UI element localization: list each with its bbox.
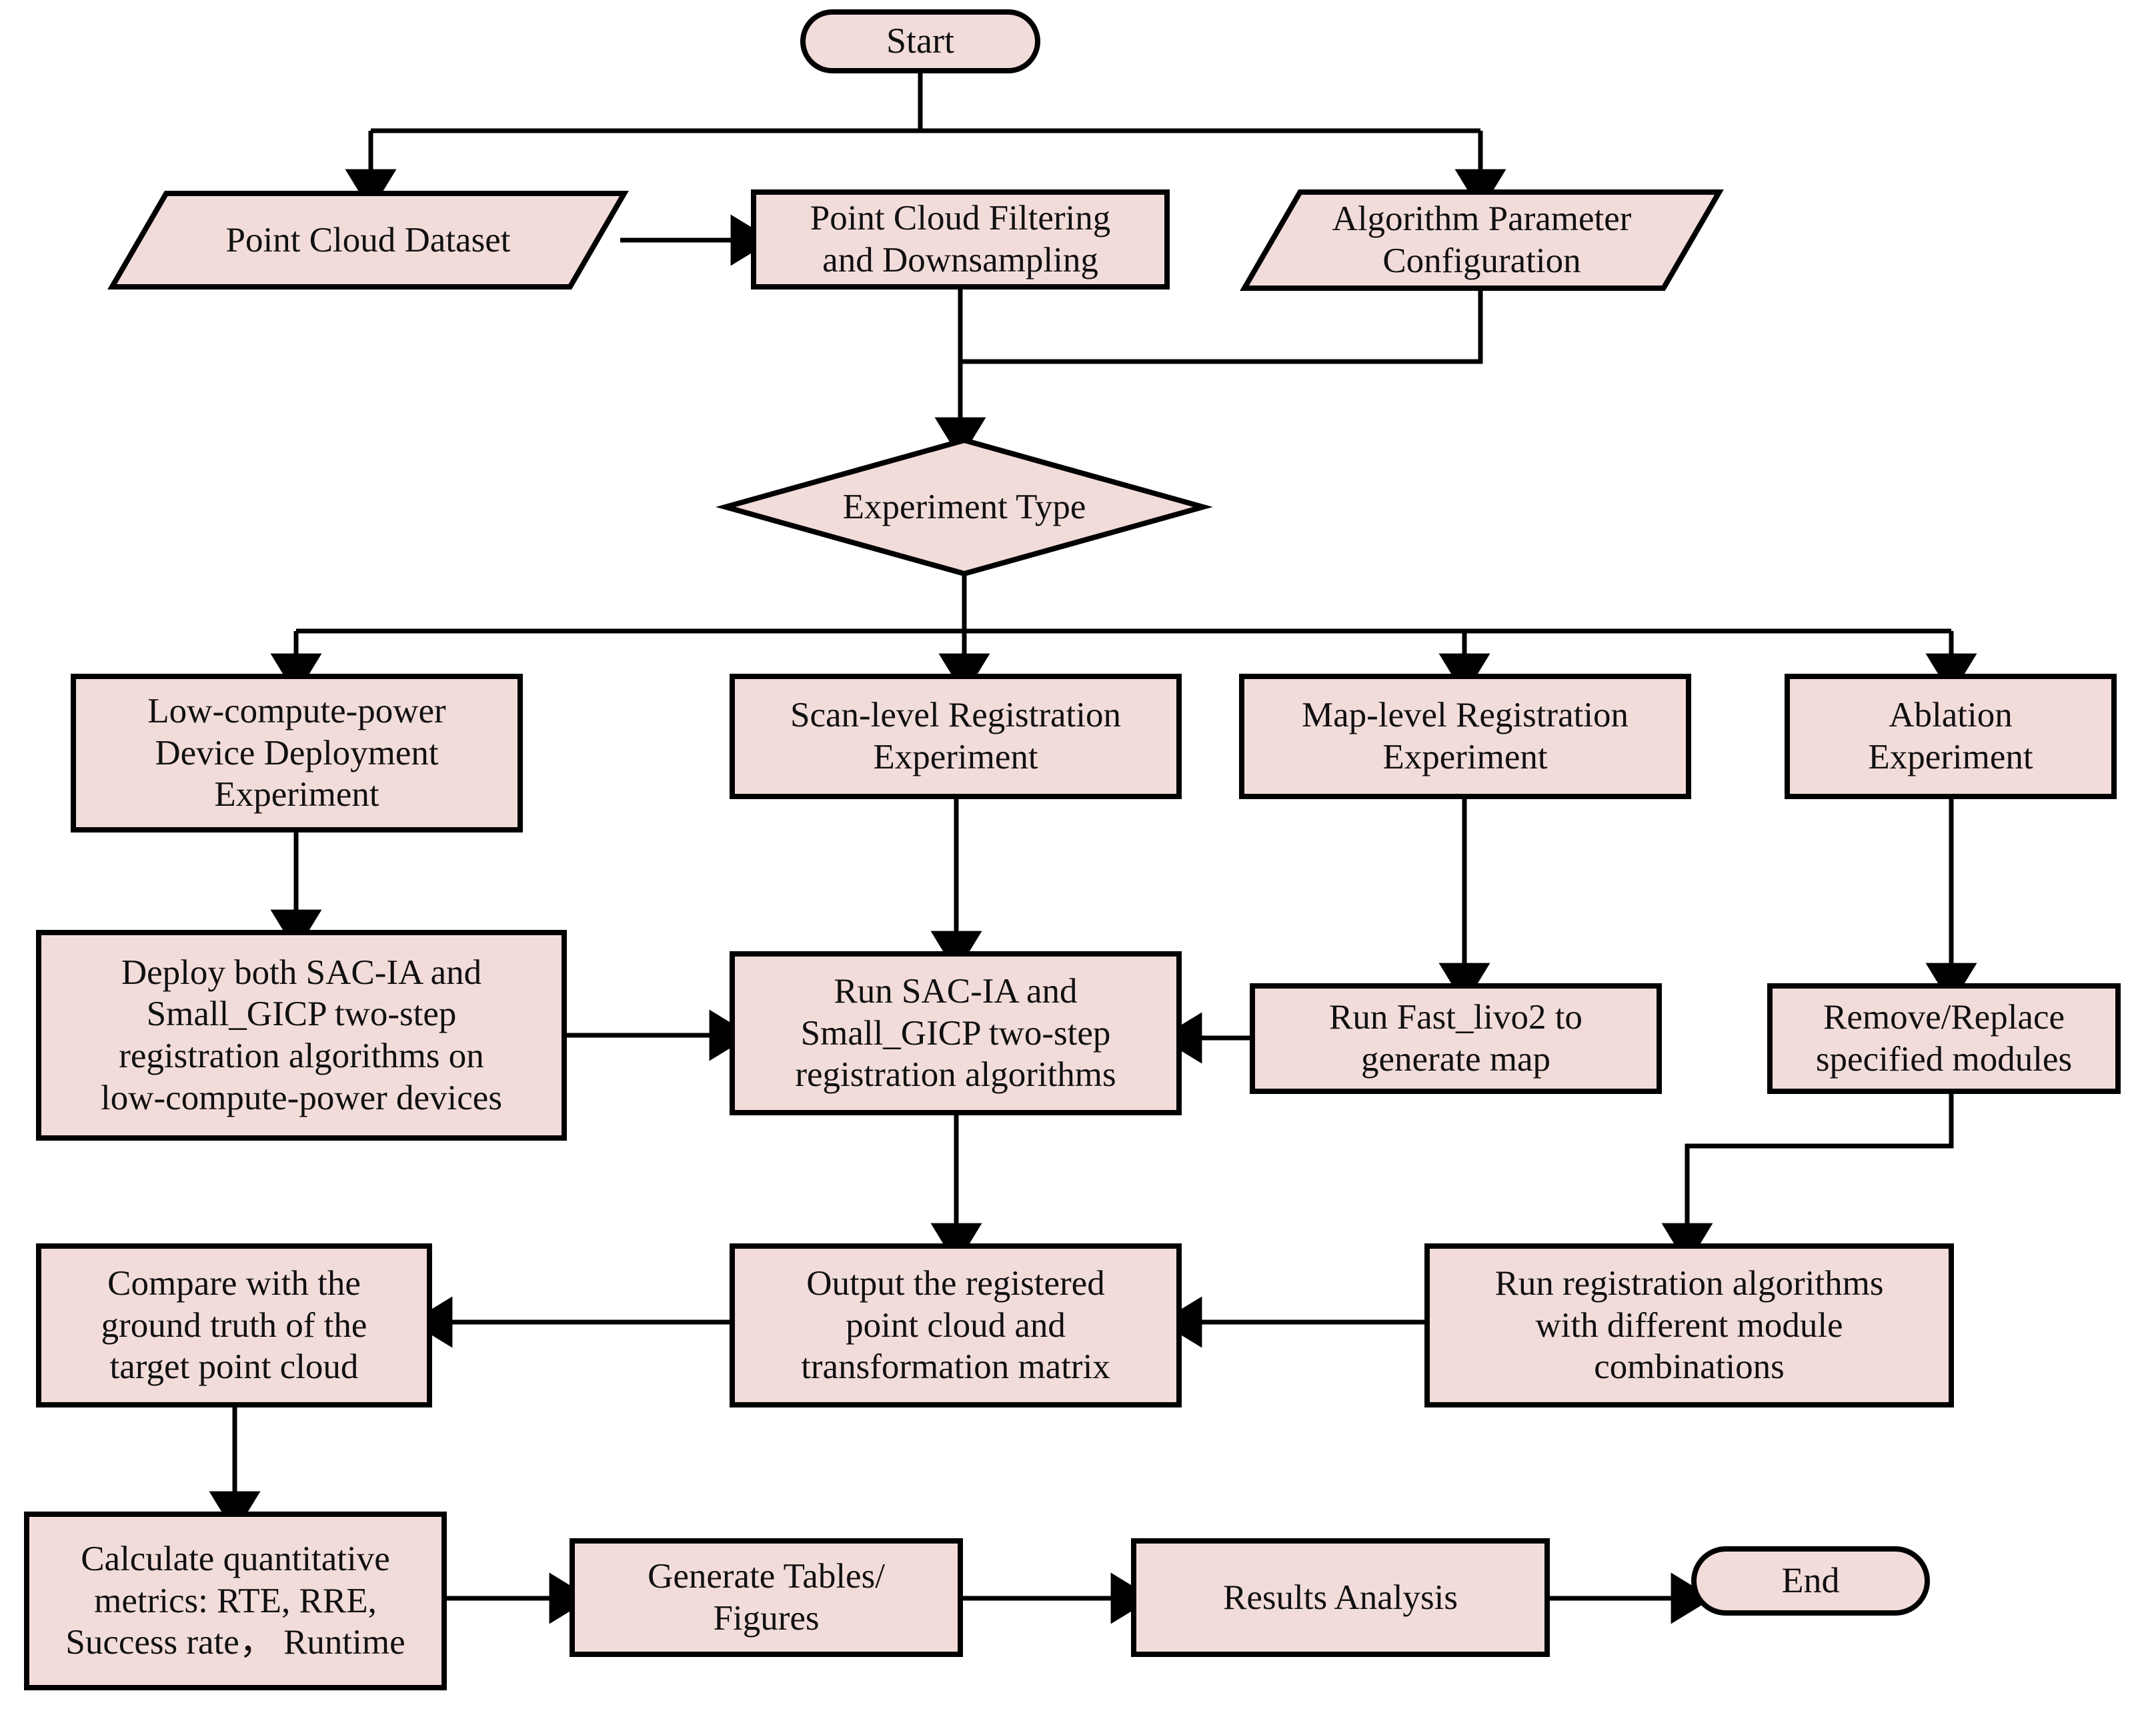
node-shape-fastlivo[interactable] — [1250, 983, 1662, 1094]
node-shape-compare[interactable] — [36, 1243, 432, 1407]
node-shape-runmodule[interactable] — [1424, 1243, 1954, 1407]
node-shape-lowcompute[interactable] — [71, 674, 523, 832]
node-shape-exptype[interactable] — [716, 437, 1213, 577]
node-shape-end[interactable] — [1691, 1546, 1930, 1616]
node-shape-dataset[interactable] — [107, 191, 629, 290]
node-shape-tables[interactable] — [570, 1538, 963, 1657]
node-shape-maplevel[interactable] — [1239, 674, 1691, 799]
node-shape-deploy[interactable] — [36, 930, 567, 1141]
node-shape-scanlevel[interactable] — [730, 674, 1182, 799]
edge-removereplace-elbow — [1661, 1091, 1954, 1265]
node-shape-output[interactable] — [730, 1243, 1182, 1407]
node-shape-filtering[interactable] — [751, 189, 1170, 290]
node-shape-paramconfig[interactable] — [1240, 189, 1724, 291]
node-shape-removereplace[interactable] — [1767, 983, 2121, 1094]
node-shape-start[interactable] — [800, 9, 1040, 73]
node-shape-runsacia[interactable] — [730, 951, 1182, 1115]
node-shape-ablation[interactable] — [1785, 674, 2117, 799]
node-shape-results[interactable] — [1131, 1538, 1550, 1657]
node-shape-metrics[interactable] — [24, 1512, 447, 1690]
edge-paramconfig-elbow — [960, 288, 1483, 364]
